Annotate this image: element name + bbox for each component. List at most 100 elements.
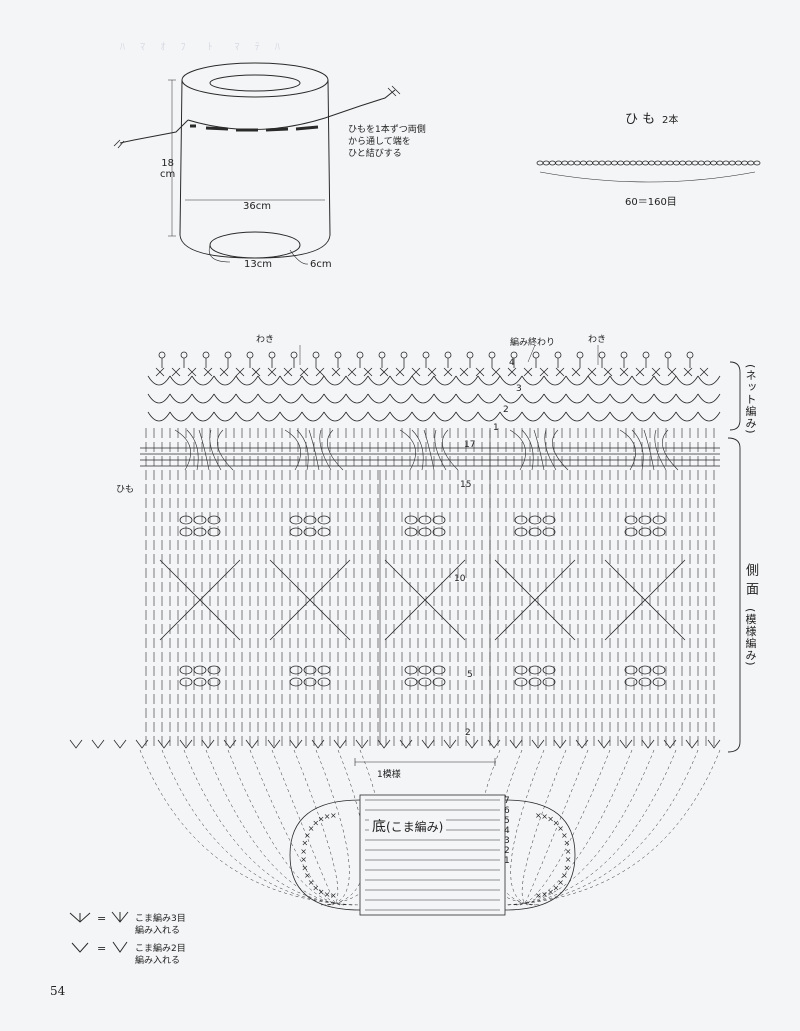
pineapple-loop [289, 677, 303, 687]
base-join-line [323, 749, 366, 906]
base-join-line [205, 749, 349, 906]
chain-stitch [747, 160, 755, 166]
sc-mark: × [318, 815, 325, 824]
foundation-fan [157, 739, 171, 749]
foundation-fan [597, 739, 611, 749]
sc-mark: × [312, 883, 319, 892]
pineapple-loop [514, 677, 528, 687]
net-chain-loop [235, 375, 259, 386]
pineapple-loop [289, 527, 303, 537]
sc-mark: × [302, 863, 309, 872]
chain-stitch [623, 160, 631, 166]
legend-symbols: == [69, 911, 129, 955]
net-chain-loop [697, 411, 721, 422]
sc-mark: × [308, 878, 315, 887]
single-crochet [683, 367, 693, 377]
legend-item-3sc: こま編み3目 編み入れる [135, 913, 186, 937]
pineapple-loop [193, 527, 207, 537]
pineapple-loop [179, 515, 193, 525]
base-join-line [271, 749, 337, 906]
foundation-fan [201, 739, 215, 749]
sc-mark: × [330, 811, 337, 820]
picot-stitch [334, 351, 342, 359]
single-crochet [587, 367, 597, 377]
fan-stitch [533, 429, 545, 471]
chain-stitch [666, 160, 674, 166]
fan-stitch [308, 429, 320, 471]
picot-stitch [488, 351, 496, 359]
net-chain-loop [279, 411, 303, 422]
picot-stitch [444, 351, 452, 359]
net-chain-loop [587, 375, 611, 386]
net-chain-loop [279, 375, 303, 386]
net-chain-loop [301, 393, 325, 404]
single-crochet [459, 367, 469, 377]
sc-mark: × [557, 824, 564, 833]
picot-stitch [532, 351, 540, 359]
chain-stitch [753, 160, 761, 166]
bag-illustration [113, 62, 401, 265]
pineapple-loop [652, 527, 666, 537]
chain-stitch [573, 160, 581, 166]
picot-stitch [180, 351, 188, 359]
net-chain-loop [257, 393, 281, 404]
net-bracket [729, 361, 741, 431]
picot-stitch [356, 351, 364, 359]
single-crochet [203, 367, 213, 377]
single-crochet [667, 367, 677, 377]
single-crochet [331, 367, 341, 377]
sc-mark: × [300, 847, 307, 856]
base-center [359, 794, 506, 916]
net-chain-loop [411, 393, 435, 404]
sc-mark: × [561, 871, 568, 880]
net-chain-loop [609, 375, 633, 386]
base-join-line [523, 749, 589, 906]
base-left-curve [289, 799, 361, 911]
net-chain-loop [631, 375, 655, 386]
picot-stitch [158, 351, 166, 359]
net-chain-loop [543, 393, 567, 404]
net-chain-loop [499, 411, 523, 422]
pineapple-loop [528, 665, 542, 675]
single-crochet [347, 367, 357, 377]
fan-stitch [662, 429, 679, 471]
single-crochet [299, 367, 309, 377]
single-crochet [635, 367, 645, 377]
single-crochet [379, 367, 389, 377]
net-chain-loop [235, 411, 259, 422]
chain-stitch [728, 160, 736, 166]
single-crochet [443, 367, 453, 377]
v-symbol-2sc [71, 942, 89, 953]
cord-length-label: 60＝160目 [625, 197, 677, 208]
foundation-fan [663, 739, 677, 749]
pineapple-loop [303, 677, 317, 687]
cord-length-arc [539, 171, 756, 183]
net-chain-loop [389, 411, 413, 422]
net-chain-loop [323, 393, 347, 404]
chain-stitch [660, 160, 668, 166]
pineapple-loop [303, 527, 317, 537]
net-chain-loop [587, 393, 611, 404]
cross-pattern [384, 559, 466, 641]
net-chain-loop [697, 393, 721, 404]
base-join-line [521, 749, 567, 906]
net-chain-loop [653, 375, 677, 386]
foundation-fan [399, 739, 413, 749]
chain-stitch [654, 160, 662, 166]
fan-stitch [174, 429, 191, 471]
chain-stitch [648, 160, 655, 166]
net-chain-loop [323, 411, 347, 422]
sc-mark: × [308, 824, 315, 833]
row-label: 3 [516, 384, 522, 394]
repeat-label: 1模様 [377, 770, 401, 780]
foundation-fan [311, 739, 325, 749]
pineapple-loop [418, 677, 432, 687]
fan-stitch [654, 429, 667, 471]
picot-stitch [312, 351, 320, 359]
pineapple-loop [179, 677, 193, 687]
fan-stitch [399, 429, 416, 471]
single-crochet [171, 367, 181, 377]
net-chain-loop [301, 411, 325, 422]
net-chain-loop [213, 393, 237, 404]
single-crochet [411, 367, 421, 377]
